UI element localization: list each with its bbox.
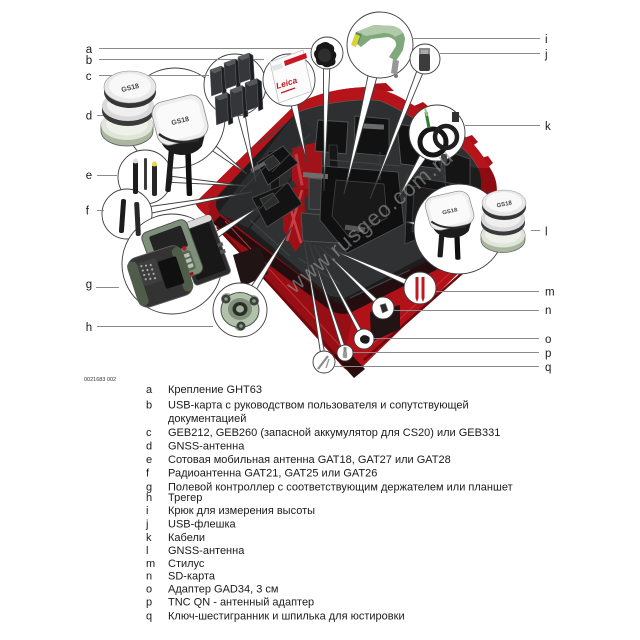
- svg-text:Крепление GHT63: Крепление GHT63: [168, 384, 262, 396]
- svg-text:q: q: [146, 611, 152, 623]
- svg-text:n: n: [545, 305, 551, 317]
- svg-text:g: g: [146, 482, 152, 494]
- svg-text:Трегер: Трегер: [168, 492, 202, 504]
- svg-text:0021683 002: 0021683 002: [84, 377, 116, 383]
- svg-text:Адаптер GAD34, 3 см: Адаптер GAD34, 3 см: [168, 584, 278, 596]
- svg-text:j: j: [145, 519, 148, 531]
- svg-text:m: m: [545, 287, 555, 299]
- svg-text:g: g: [86, 279, 92, 291]
- svg-text:m: m: [146, 558, 155, 570]
- svg-text:GNSS-антенна: GNSS-антенна: [168, 441, 245, 453]
- svg-text:Ключ-шестигранник и шпилька дл: Ключ-шестигранник и шпилька для юстировк…: [168, 611, 405, 623]
- svg-text:o: o: [545, 334, 551, 346]
- svg-text:c: c: [86, 71, 92, 83]
- svg-text:GS18: GS18: [171, 116, 190, 127]
- svg-text:h: h: [86, 322, 92, 334]
- svg-text:d: d: [86, 111, 92, 123]
- svg-text:USB-флешка: USB-флешка: [168, 519, 237, 531]
- svg-text:o: o: [146, 584, 152, 596]
- svg-text:Полевой контроллер с соответст: Полевой контроллер с соответствующим дер…: [168, 482, 513, 494]
- svg-text:i: i: [146, 505, 148, 517]
- svg-text:SD-карта: SD-карта: [168, 571, 216, 583]
- svg-text:GS18: GS18: [121, 83, 140, 94]
- svg-text:e: e: [86, 170, 92, 182]
- svg-text:n: n: [146, 571, 152, 583]
- svg-text:a: a: [86, 44, 93, 56]
- svg-text:Крюк для измерения высоты: Крюк для измерения высоты: [168, 505, 315, 517]
- svg-text:GNSS-антенна: GNSS-антенна: [168, 545, 245, 557]
- svg-text:h: h: [146, 492, 152, 504]
- svg-text:USB-карта с руководством польз: USB-карта с руководством пользователя и …: [168, 400, 469, 412]
- svg-text:Кабели: Кабели: [168, 532, 205, 544]
- svg-text:j: j: [544, 49, 548, 61]
- svg-text:TNC QN - антенный адаптер: TNC QN - антенный адаптер: [168, 597, 314, 609]
- svg-text:l: l: [146, 545, 148, 557]
- svg-text:p: p: [146, 597, 152, 609]
- svg-text:e: e: [146, 454, 152, 466]
- svg-text:Стилус: Стилус: [168, 558, 205, 570]
- svg-text:a: a: [146, 384, 153, 396]
- svg-text:k: k: [545, 121, 551, 133]
- svg-text:GS18: GS18: [442, 207, 459, 216]
- svg-text:p: p: [545, 348, 551, 360]
- svg-text:документацией: документацией: [168, 413, 246, 425]
- svg-text:Радиоантенна GAT21, GAT25 или: Радиоантенна GAT21, GAT25 или GAT26: [168, 468, 377, 480]
- svg-text:k: k: [146, 532, 152, 544]
- svg-text:f: f: [146, 468, 150, 480]
- svg-text:Сотовая мобильная антенна GAT1: Сотовая мобильная антенна GAT18, GAT27 и…: [168, 454, 451, 466]
- svg-text:q: q: [545, 362, 551, 374]
- svg-text:d: d: [146, 441, 152, 453]
- svg-text:b: b: [146, 400, 152, 412]
- svg-text:c: c: [146, 427, 152, 439]
- svg-text:b: b: [86, 55, 92, 67]
- svg-text:i: i: [545, 34, 548, 46]
- svg-text:l: l: [545, 227, 548, 239]
- svg-text:GEB212, GEB260 (запасной аккум: GEB212, GEB260 (запасной аккумулятор для…: [168, 427, 500, 439]
- svg-text:GS18: GS18: [496, 200, 513, 209]
- svg-text:f: f: [86, 206, 90, 218]
